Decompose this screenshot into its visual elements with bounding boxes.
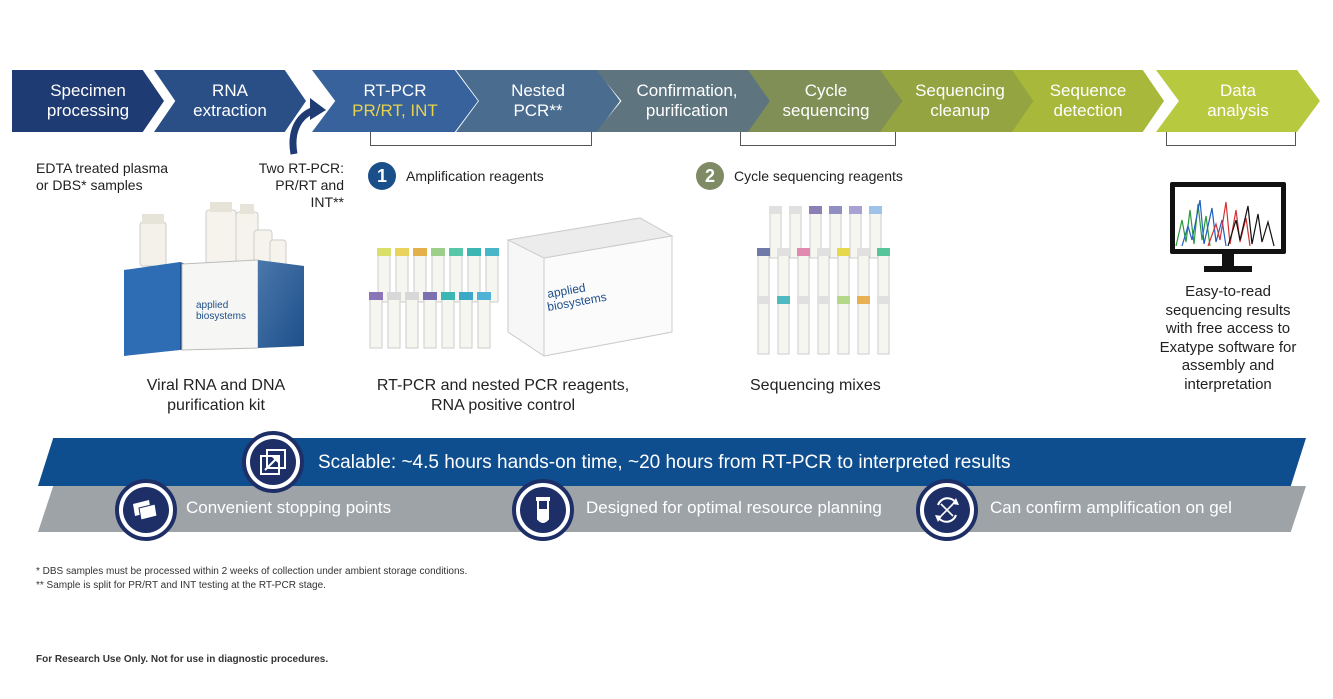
step-label-8a: Sequence [1049, 81, 1127, 100]
step-label-6a: Cycle [804, 81, 848, 100]
sequencing-mixes-image [757, 206, 890, 355]
two-rtpcr-line1: Two RT-PCR: [258, 160, 344, 176]
step-label-1b: processing [46, 101, 130, 120]
analysis-caption: Easy-to-read sequencing results with fre… [1140, 283, 1316, 394]
step-specimen-processing: Specimen processing [12, 70, 164, 132]
pcr-caption: RT-PCR and nested PCR reagents, RNA posi… [362, 376, 644, 416]
analysis-line5: assembly and [1181, 357, 1275, 374]
step-label-5b: purification [645, 101, 729, 120]
kit-brand-text-1: applied [196, 300, 228, 311]
seq-caption: Sequencing mixes [750, 377, 881, 394]
test-tube-icon [536, 497, 550, 523]
pcr-caption-line2: RNA positive control [430, 397, 576, 414]
number-badge-1: 1 [368, 162, 396, 190]
step-sequence-detection: Sequence detection [1012, 70, 1164, 132]
footnote-2: ** Sample is split for PR/RT and INT tes… [36, 580, 326, 591]
stacked-cards-icon [133, 500, 158, 521]
analysis-line6: interpretation [1184, 375, 1272, 393]
resource-planning-badge [512, 479, 574, 541]
features-banner [38, 486, 1306, 532]
cycle-sequencing-reagents-label: Cycle sequencing reagents [734, 168, 903, 184]
monitor-chromatogram-icon [1170, 182, 1286, 272]
pcr-caption-line1: RT-PCR and nested PCR reagents, [376, 377, 630, 394]
step-rna-extraction: RNA extraction [154, 70, 306, 132]
analysis-line3: with free access to [1165, 320, 1291, 337]
kit-caption: Viral RNA and DNA purification kit [118, 376, 314, 416]
stopping-points-badge [115, 479, 177, 541]
step-confirmation: Confirmation, purification [596, 70, 778, 132]
step-rt-pcr: RT-PCR PR/RT, INT [312, 70, 478, 132]
amplification-reagents-label: Amplification reagents [406, 168, 544, 184]
pcr-reagents-image: applied biosystems [369, 217, 674, 357]
feature-confirm-gel: Can confirm amplification on gel [990, 498, 1232, 517]
two-rtpcr-note: Two RT-PCR: PR/RT and INT** [238, 160, 344, 211]
step-label-1a: Specimen [50, 81, 126, 100]
scalable-badge [242, 431, 304, 493]
step-sequencing-cleanup: Sequencing cleanup [880, 70, 1040, 132]
kit-brand-text-2: biosystems [196, 311, 246, 322]
step-label-3b: PR/RT, INT [352, 101, 438, 120]
step-label-9a: Data [1220, 81, 1256, 100]
feature-resource-planning: Designed for optimal resource planning [586, 498, 882, 517]
step-cycle-sequencing: Cycle sequencing [748, 70, 904, 132]
step-label-7b: cleanup [930, 101, 990, 120]
samples-note-line1: EDTA treated plasma [36, 160, 169, 176]
step-label-2a: RNA [212, 81, 248, 100]
step-data-analysis: Data analysis [1156, 70, 1320, 132]
scale-expand-icon [260, 449, 286, 475]
purification-kit-image: applied biosystems [124, 202, 304, 356]
confirm-gel-badge [916, 479, 978, 541]
bracket-cycle-sequencing [740, 132, 896, 146]
step-label-9b: analysis [1207, 101, 1269, 120]
dna-cycle-icon [935, 497, 959, 523]
curved-arrow-icon [289, 98, 326, 155]
box-brand-text-1: applied [546, 280, 587, 301]
step-label-8b: detection [1053, 101, 1123, 120]
footnote-1: * DBS samples must be processed within 2… [36, 566, 468, 577]
step-label-6b: sequencing [782, 101, 870, 120]
step-label-7a: Sequencing [915, 81, 1005, 100]
samples-note-line2: or DBS* samples [36, 177, 143, 193]
analysis-line4: Exatype software for [1159, 338, 1297, 356]
bracket-data-analysis [1166, 132, 1296, 146]
step-label-4a: Nested [511, 81, 565, 100]
number-badge-2: 2 [696, 162, 724, 190]
feature-stopping-points: Convenient stopping points [186, 498, 392, 517]
bracket-amplification [370, 132, 592, 146]
step-label-5a: Confirmation, [636, 81, 738, 100]
workflow-chevrons: Specimen processing RNA extraction RT-PC… [0, 70, 1333, 134]
scalable-banner-text: Scalable: ~4.5 hours hands-on time, ~20 … [318, 452, 1011, 473]
step-label-2b: extraction [193, 101, 267, 120]
kit-caption-line2: purification kit [167, 397, 265, 414]
research-use-disclaimer: For Research Use Only. Not for use in di… [36, 654, 329, 665]
step-nested-pcr: Nested PCR** [456, 70, 620, 132]
step-label-4b: PCR** [513, 101, 563, 120]
analysis-line2: sequencing results [1165, 301, 1291, 319]
two-rtpcr-line2: PR/RT and INT** [275, 177, 344, 210]
samples-note: EDTA treated plasma or DBS* samples [36, 160, 168, 194]
step-label-3a: RT-PCR [363, 81, 427, 100]
analysis-line1: Easy-to-read [1185, 283, 1271, 300]
kit-caption-line1: Viral RNA and DNA [146, 377, 286, 394]
